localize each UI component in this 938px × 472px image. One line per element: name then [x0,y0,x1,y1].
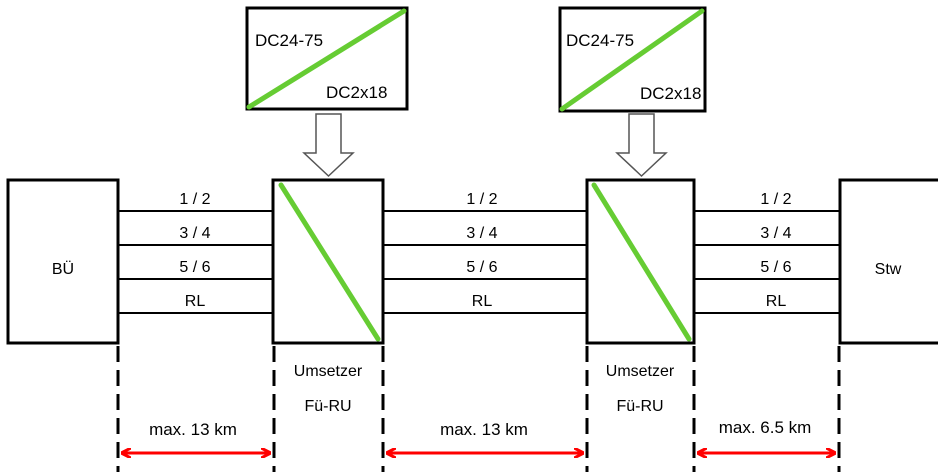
wire-label: 1 / 2 [466,191,497,208]
power-supply-2: DC24-75 DC2x18 [558,6,707,113]
wire-label: 5 / 6 [760,259,791,276]
wire-label: 3 / 4 [466,225,497,242]
wire-segment-1: 1 / 2 3 / 4 5 / 6 RL [118,191,273,314]
wire-label: 1 / 2 [760,191,791,208]
node-box [838,178,938,345]
node-stw: Stw [838,178,938,345]
power-supply-stripe [559,8,705,112]
node-label: BÜ [52,260,74,278]
wire-label: 3 / 4 [760,225,791,242]
node-label: Stw [875,261,902,278]
converter-label-line1: Umsetzer [294,363,363,380]
wire-label: 5 / 6 [179,259,210,276]
power-supply-output-label: DC2x18 [640,84,701,103]
wire-label: 1 / 2 [179,191,210,208]
wire-label: RL [185,293,206,310]
node-bue: BÜ [6,178,120,345]
power-supply-output-label: DC2x18 [326,83,387,102]
node-box [6,178,120,345]
power-supply-1: DC24-75 DC2x18 [245,6,409,111]
wire-label: 3 / 4 [179,225,210,242]
power-supply-stripe [246,8,407,110]
wire-label: RL [472,293,493,310]
converter-stripe [591,182,692,342]
wire-segment-2: 1 / 2 3 / 4 5 / 6 RL [383,191,587,314]
supply-arrow-2 [615,113,668,178]
power-supply-input-label: DC24-75 [255,31,323,50]
distance-label: max. 13 km [149,420,237,439]
converter-label-line2: Fü-RU [304,398,351,415]
distance-label: max. 6.5 km [719,418,812,437]
wire-segment-3: 1 / 2 3 / 4 5 / 6 RL [694,191,840,314]
supply-arrow-1 [302,113,355,178]
converter-2 [585,178,696,345]
converter-stripe [278,182,381,342]
wire-label: RL [766,293,787,310]
power-supply-input-label: DC24-75 [566,31,634,50]
wire-label: 5 / 6 [466,259,497,276]
converter-1 [271,178,385,345]
converter-label-line2: Fü-RU [616,398,663,415]
distance-label: max. 13 km [440,420,528,439]
converter-label-line1: Umsetzer [606,363,675,380]
